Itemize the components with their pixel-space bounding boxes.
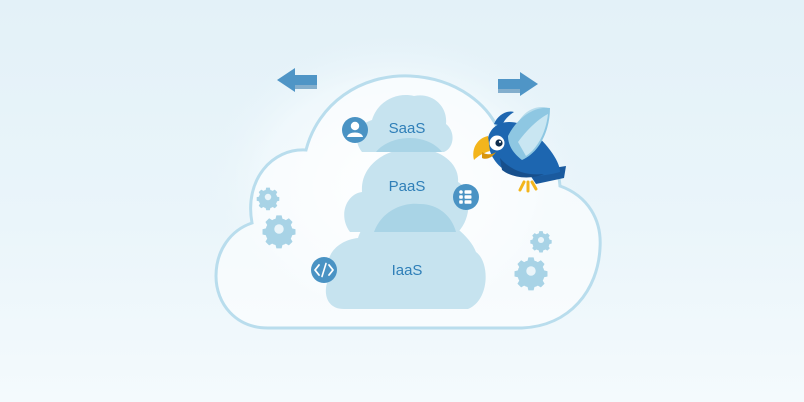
paas-label: PaaS (389, 178, 426, 195)
user-icon (342, 117, 368, 143)
gear-icon (514, 257, 548, 291)
parrot-mascot (473, 106, 566, 193)
gear-icon (256, 187, 280, 211)
saas-layer-cloud (357, 95, 453, 152)
iaas-layer-cloud (325, 206, 486, 309)
saas-label: SaaS (389, 120, 426, 137)
layer-overlap (376, 138, 442, 152)
iaas-label: IaaS (392, 262, 423, 279)
gear-icon (530, 231, 552, 253)
apps-grid-icon (453, 184, 479, 210)
arrow-right-icon (498, 72, 538, 96)
layer-overlap (374, 203, 456, 232)
gear-icon (262, 215, 296, 249)
arrow-left-icon (277, 68, 317, 92)
code-icon (311, 257, 337, 283)
